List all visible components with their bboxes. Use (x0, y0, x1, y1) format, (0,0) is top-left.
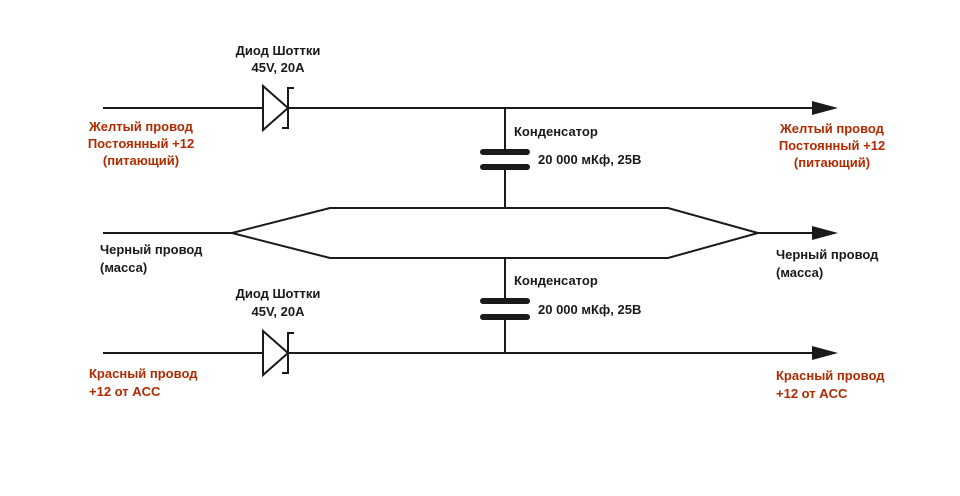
arrow-right-icon (812, 346, 838, 360)
bottom-capacitor-title: Конденсатор (514, 273, 598, 288)
capacitor-icon (480, 108, 530, 208)
svg-text:+12 от ACC: +12 от ACC (776, 386, 848, 401)
svg-text:Черный провод: Черный провод (100, 242, 203, 257)
svg-text:Красный провод: Красный провод (89, 366, 198, 381)
svg-text:Постоянный +12: Постоянный +12 (88, 136, 194, 151)
svg-text:(питающий): (питающий) (794, 155, 870, 170)
ground-output-label: Черный провод (масса) (776, 247, 879, 280)
svg-text:Постоянный +12: Постоянный +12 (779, 138, 885, 153)
top-output-label: Желтый провод Постоянный +12 (питающий) (779, 121, 885, 170)
svg-text:(масса): (масса) (776, 265, 823, 280)
ground-wire-split (231, 207, 762, 259)
top-diode-title: Диод Шоттки (236, 43, 321, 58)
top-line (103, 101, 838, 115)
bottom-output-label: Красный провод +12 от ACC (776, 368, 885, 401)
top-capacitor-title: Конденсатор (514, 124, 598, 139)
top-diode-rating: 45V, 20A (251, 60, 305, 75)
svg-text:+12 от ACC: +12 от ACC (89, 384, 161, 399)
bottom-diode-title: Диод Шоттки (236, 286, 321, 301)
bottom-diode-rating: 45V, 20A (251, 304, 305, 319)
top-capacitor-rating: 20 000 мКф, 25В (538, 152, 641, 167)
bottom-capacitor-rating: 20 000 мКф, 25В (538, 302, 641, 317)
svg-text:(масса): (масса) (100, 260, 147, 275)
schottky-diode-icon (262, 83, 294, 133)
bottom-input-label: Красный провод +12 от ACC (89, 366, 198, 399)
schottky-diode-icon (262, 328, 294, 378)
svg-text:Желтый провод: Желтый провод (779, 121, 885, 136)
svg-text:Черный провод: Черный провод (776, 247, 879, 262)
arrow-right-icon (812, 226, 838, 240)
ground-line (103, 207, 838, 259)
svg-text:Красный провод: Красный провод (776, 368, 885, 383)
capacitor-icon (480, 258, 530, 353)
bottom-line (103, 346, 838, 360)
svg-text:(питающий): (питающий) (103, 153, 179, 168)
ground-input-label: Черный провод (масса) (100, 242, 203, 275)
top-input-label: Желтый провод Постоянный +12 (питающий) (88, 119, 194, 168)
arrow-right-icon (812, 101, 838, 115)
svg-text:Желтый провод: Желтый провод (88, 119, 194, 134)
